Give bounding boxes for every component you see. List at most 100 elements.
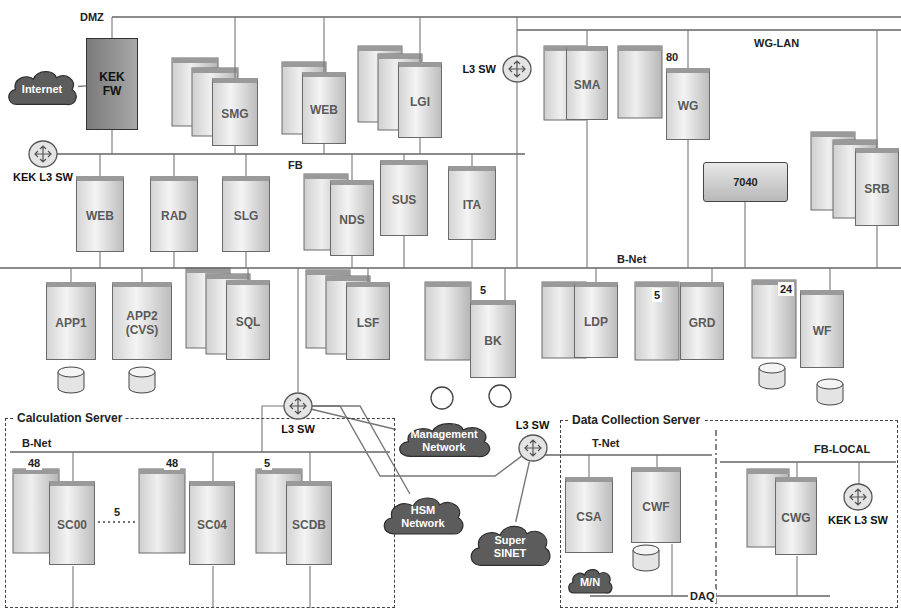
network-label: 48 [164, 456, 180, 470]
server-box: ITA [448, 166, 496, 240]
node-label: CWF [642, 500, 669, 514]
network-link [78, 85, 86, 87]
node-label: APP2 (CVS) [116, 309, 168, 338]
server-top [378, 54, 422, 59]
server-box: APP2 (CVS) [112, 282, 172, 360]
dotted-link [98, 521, 138, 522]
network-label: WG-LAN [752, 36, 801, 50]
node-label: LDP [584, 315, 608, 329]
server-top [304, 174, 348, 179]
node-label: WEB [86, 209, 114, 223]
network-label: T-Net [590, 436, 622, 450]
cloud-node: Internet [6, 68, 78, 110]
node-label: ITA [463, 198, 481, 212]
node-label: LSF [357, 316, 380, 330]
tape-symbol [431, 385, 511, 409]
server-top [326, 276, 370, 281]
node-label: SQL [236, 315, 261, 329]
server-tower [139, 469, 185, 553]
server-box: SRB [855, 148, 899, 226]
server-box: GRD [680, 282, 724, 360]
server-box: WF [800, 290, 844, 368]
network-label: 5 [478, 283, 488, 297]
server-box: CWF [631, 467, 681, 543]
node-label: SLG [234, 209, 259, 223]
server-box: BK [470, 300, 516, 378]
firewall-box: KEK FW [86, 38, 138, 130]
network-label: B-Net [615, 252, 648, 266]
router-symbol [502, 55, 532, 83]
network-label: DAQ [688, 589, 716, 603]
network-label: 5 [112, 505, 122, 519]
cloud-node: Management Network [396, 420, 492, 462]
server-box: WEB [302, 72, 346, 144]
router-symbol [28, 140, 58, 168]
node-label: GRD [689, 316, 716, 330]
node-label: Super SINET [478, 534, 542, 559]
server-top [833, 140, 877, 145]
disk-symbol [58, 363, 843, 571]
cloud-node: M/N [567, 567, 613, 597]
server-top [618, 46, 662, 51]
server-box: SCDB [286, 481, 332, 565]
node-label: KEK FW [90, 70, 134, 98]
router-node: KEK L3 SW [5, 140, 81, 190]
node-label: SUS [392, 193, 417, 207]
server-box: SLG [222, 176, 270, 252]
server-box: SMG [212, 78, 258, 146]
server-box: LDP [574, 282, 618, 358]
node-label: SMA [574, 78, 601, 92]
network-label: 48 [26, 456, 42, 470]
node-label: Data Collection Server [569, 412, 703, 428]
cloud-node: HSM Network [381, 494, 465, 540]
server-box: RAD [150, 176, 198, 252]
server-box: WEB [76, 176, 124, 252]
network-link [516, 462, 530, 522]
router-symbol [518, 434, 548, 462]
node-label: SCDB [292, 518, 326, 532]
node-label: SC00 [57, 518, 87, 532]
network-bus [0, 17, 901, 596]
server-box: WG [666, 68, 710, 140]
node-label: APP1 [55, 316, 86, 330]
router-symbol [843, 483, 873, 511]
network-link [312, 409, 396, 429]
server-top [425, 282, 471, 287]
node-label: SRB [864, 182, 889, 196]
router-node: KEK L3 SW [821, 483, 895, 533]
server-tower [635, 282, 679, 360]
network-label: 5 [652, 288, 662, 302]
cloud-node: Super SINET [468, 522, 552, 572]
server-box: SQL [226, 280, 270, 360]
router-symbol [283, 392, 313, 420]
router-node: L3 SW [505, 418, 560, 468]
server-top [358, 46, 402, 51]
server-box: LGI [398, 62, 442, 138]
node-label: Internet [22, 83, 62, 96]
server-top [172, 58, 218, 63]
node-label: RAD [161, 209, 187, 223]
network-link [312, 406, 521, 476]
node-label: WG [678, 99, 699, 113]
server-tower [618, 46, 662, 118]
node-label: L3 SW [460, 62, 498, 76]
server-top [206, 274, 250, 279]
server-stack [13, 46, 877, 553]
router-node: L3 SW [268, 392, 328, 440]
server-box: NDS [330, 180, 374, 256]
region-box: Calculation ServerSC00SC04SCDB [5, 418, 395, 608]
network-label: FB-LOCAL [812, 442, 872, 456]
server-top [306, 270, 350, 275]
server-box: SUS [380, 160, 428, 236]
network-wire [71, 17, 877, 608]
region-divider [715, 430, 716, 604]
node-label: Management Network [406, 428, 482, 453]
node-label: KEK L3 SW [826, 513, 890, 527]
router-node: L3 SW [458, 54, 532, 84]
network-label: DMZ [78, 10, 106, 24]
server-box: SMA [566, 46, 608, 120]
node-label: WEB [310, 103, 338, 117]
node-label: L3 SW [514, 418, 552, 432]
server-box: SC04 [189, 481, 235, 565]
server-tower [425, 282, 471, 360]
